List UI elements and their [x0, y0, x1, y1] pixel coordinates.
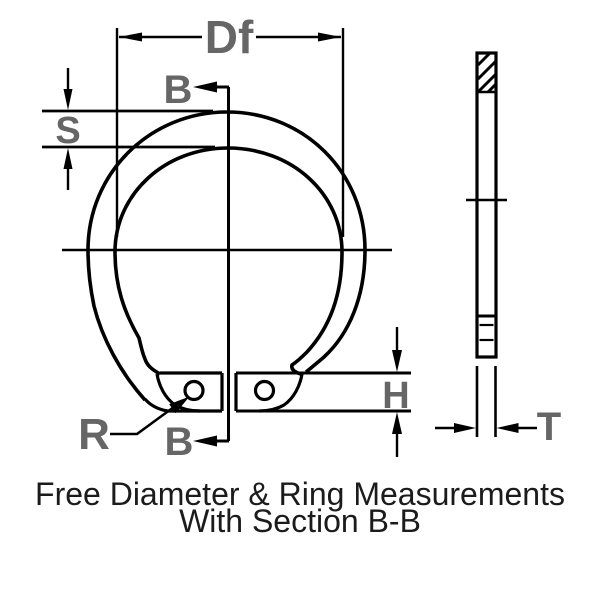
section-arrow-bottom: [193, 435, 229, 447]
hatch-line: [476, 72, 498, 94]
left-lug-hole: [183, 379, 205, 402]
ring-outer-edge: [86, 110, 367, 402]
b-top-arrowhead: [193, 81, 217, 93]
left-lug: [143, 371, 224, 413]
df-arrow-right: [318, 32, 341, 42]
df-arrow-left: [119, 32, 142, 42]
label-section-b-bottom: B: [165, 420, 194, 464]
ring-front-view: [62, 87, 411, 441]
section-hatching: [476, 51, 498, 94]
right-lug: [234, 371, 411, 413]
t-arrow-right-pointing: [454, 423, 476, 433]
s-arrow-up: [63, 148, 73, 169]
section-arrow-top: [193, 81, 229, 93]
label-lug-height-h: H: [382, 375, 409, 417]
label-radial-width-s: S: [55, 110, 80, 152]
hatch-line: [476, 51, 492, 67]
section-bb-view: [466, 51, 507, 437]
h-arrow-up: [392, 412, 402, 434]
dimension-s: [42, 68, 215, 190]
dimension-df: [115, 28, 345, 237]
label-lug-hole-r: R: [78, 410, 110, 459]
label-free-diameter-df: Df: [205, 11, 254, 63]
caption-line-1: Free Diameter & Ring Measurements: [35, 476, 565, 512]
left-lug-outer-blend: [143, 397, 168, 413]
label-section-b-top: B: [164, 68, 193, 112]
dimension-h: [392, 327, 402, 457]
right-lug-hole: [253, 379, 276, 402]
b-bottom-arrowhead: [193, 435, 217, 447]
hatch-line: [476, 59, 498, 81]
h-arrow-down: [392, 350, 402, 372]
label-thickness-t: T: [537, 405, 561, 449]
caption-line-2: With Section B-B: [179, 503, 421, 539]
hatch-line: [486, 82, 498, 94]
right-lug-inner-sweep: [258, 373, 304, 413]
dimension-t: [435, 423, 537, 433]
dimension-r: [110, 396, 190, 436]
section-body: [475, 51, 498, 359]
r-leader-line: [110, 402, 179, 436]
s-arrow-down: [63, 89, 73, 110]
r-arrowhead: [169, 396, 190, 414]
t-arrow-left-pointing: [496, 423, 519, 433]
